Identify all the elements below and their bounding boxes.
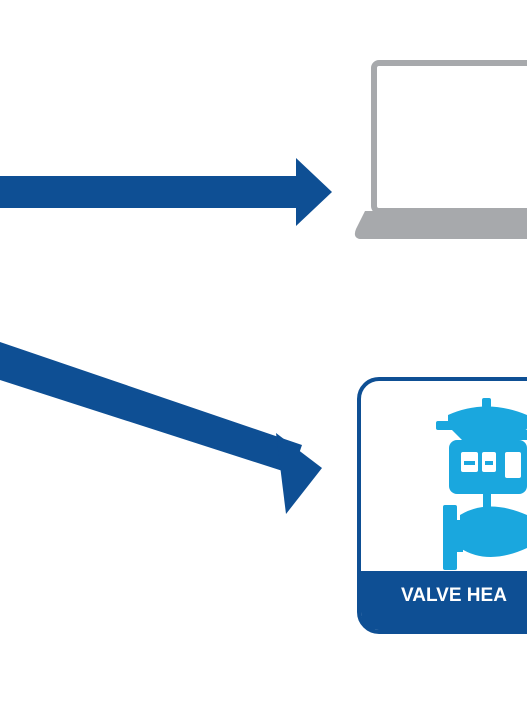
- laptop-icon: [354, 60, 527, 239]
- valve-tile-label-band: [361, 571, 527, 630]
- valve-yoke: [452, 430, 527, 440]
- valve-actuator-rim: [436, 421, 527, 430]
- arrow-to-laptop-shaft: [0, 176, 302, 208]
- arrow-to-valve-tile: [0, 342, 322, 514]
- laptop-screen: [371, 60, 527, 214]
- valve-pipe-left: [455, 520, 463, 552]
- valve-display: [505, 452, 521, 478]
- control-valve-icon: [436, 398, 527, 570]
- valve-health-tile[interactable]: VALVE HEA: [357, 377, 527, 634]
- arrow-to-laptop: [0, 158, 332, 226]
- valve-actuator-top: [448, 406, 527, 424]
- arrow-to-laptop-head: [296, 158, 332, 226]
- valve-flange-left: [443, 505, 457, 570]
- valve-gauge-left-mark: [464, 461, 475, 465]
- valve-stem-cap: [482, 398, 491, 408]
- valve-gauge-right-mark: [485, 461, 493, 465]
- laptop-base-lip: [356, 228, 527, 239]
- valve-stem: [483, 494, 491, 508]
- arrow-to-valve-tile-head: [276, 433, 322, 514]
- valve-tile-label: VALVE HEA: [401, 585, 507, 606]
- arrow-to-valve-tile-shaft: [0, 342, 302, 474]
- valve-body: [460, 506, 527, 557]
